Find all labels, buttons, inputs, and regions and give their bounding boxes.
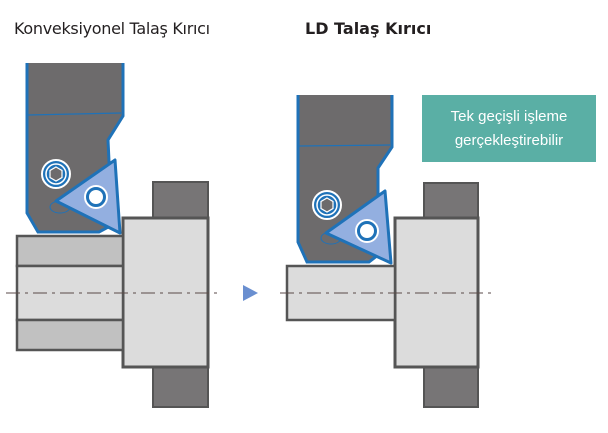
arrow-icon: [243, 285, 258, 301]
chuck-jaw-bottom: [423, 365, 479, 408]
feature-note: Tek geçişli işleme gerçekleştirebilir: [422, 95, 596, 162]
insert-hole-icon: [355, 219, 379, 243]
conventional-setup: [6, 63, 220, 408]
conventional-title: Konveksiyonel Talaş Kırıcı: [14, 19, 210, 38]
clamp-screw-icon: [312, 190, 342, 220]
chuck-jaw-top: [423, 182, 479, 220]
holder-line: [27, 112, 122, 116]
holder-line: [298, 144, 391, 147]
ld-title: LD Talaş Kırıcı: [305, 19, 432, 38]
clamp-screw-icon: [41, 159, 71, 189]
note-line-2: gerçekleştirebilir: [454, 131, 564, 149]
chuck-jaw-bottom: [152, 365, 209, 408]
chuck-jaw-top: [152, 181, 209, 219]
ld-setup: [280, 95, 495, 408]
note-line-1: Tek geçişli işleme: [450, 107, 568, 125]
bar-band-bottom: [15, 318, 125, 352]
insert-hole-icon: [84, 185, 108, 209]
bar-band-top: [15, 234, 125, 268]
